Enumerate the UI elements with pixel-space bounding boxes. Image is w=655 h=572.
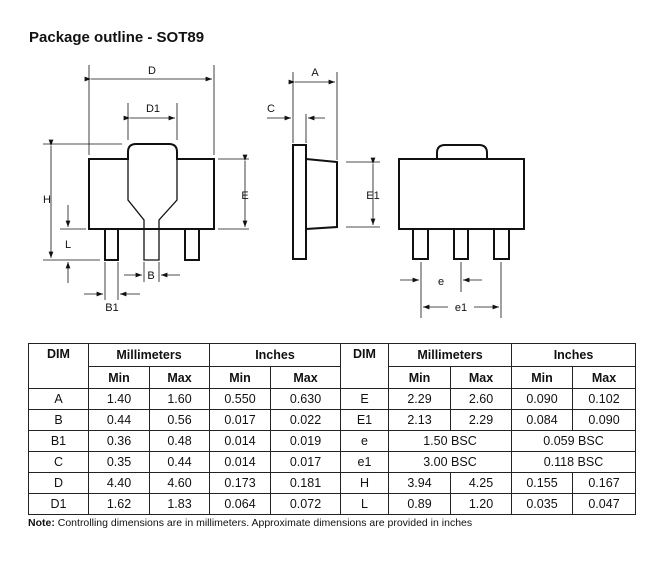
value-cell: 0.155 <box>511 472 573 494</box>
table-note: Note: Controlling dimensions are in mill… <box>28 517 472 529</box>
label-H: H <box>43 194 51 206</box>
dim-cell: D <box>28 472 89 494</box>
value-cell: 0.019 <box>270 430 341 452</box>
header-in: Inches <box>511 343 636 367</box>
dim-cell: e <box>340 430 389 452</box>
value-cell: 1.83 <box>149 493 210 515</box>
value-cell: 0.44 <box>88 409 150 431</box>
side-view-body <box>292 144 338 260</box>
value-cell: 0.550 <box>209 388 271 410</box>
value-cell: 4.60 <box>149 472 210 494</box>
value-cell: 0.059 BSC <box>511 430 636 452</box>
value-cell: 0.064 <box>209 493 271 515</box>
label-e1: e1 <box>455 302 467 314</box>
label-E: E <box>241 190 248 202</box>
front-view-body <box>398 144 525 260</box>
note-label: Note: <box>28 517 55 529</box>
value-cell: 0.35 <box>88 451 150 473</box>
dim-cell: L <box>340 493 389 515</box>
page-title: Package outline - SOT89 <box>29 29 205 46</box>
header-min: Min <box>88 366 150 389</box>
value-cell: 1.62 <box>88 493 150 515</box>
header-max: Max <box>450 366 512 389</box>
top-view-body <box>88 143 215 261</box>
value-cell: 0.181 <box>270 472 341 494</box>
value-cell: 0.047 <box>572 493 636 515</box>
value-cell: 1.50 BSC <box>388 430 512 452</box>
label-L: L <box>65 239 71 251</box>
value-cell: 0.36 <box>88 430 150 452</box>
value-cell: 1.40 <box>88 388 150 410</box>
package-outline-drawing: D D1 H L E B B1 A C E1 e e1 <box>43 65 525 318</box>
header-max: Max <box>149 366 210 389</box>
dimensions-table: DIM Millimeters Inches DIM Millimeters I… <box>28 343 636 515</box>
value-cell: 0.102 <box>572 388 636 410</box>
dim-cell: E <box>340 388 389 410</box>
value-cell: 4.25 <box>450 472 512 494</box>
value-cell: 0.014 <box>209 430 271 452</box>
dim-cell: C <box>28 451 89 473</box>
label-D: D <box>148 65 156 77</box>
value-cell: 0.118 BSC <box>511 451 636 473</box>
header-min: Min <box>511 366 573 389</box>
label-E1: E1 <box>366 190 379 202</box>
value-cell: 0.072 <box>270 493 341 515</box>
value-cell: 1.20 <box>450 493 512 515</box>
dim-cell: D1 <box>28 493 89 515</box>
dim-cell: B1 <box>28 430 89 452</box>
value-cell: 0.090 <box>511 388 573 410</box>
header-max: Max <box>270 366 341 389</box>
label-B1: B1 <box>105 302 118 314</box>
value-cell: 0.89 <box>388 493 451 515</box>
label-e: e <box>438 276 444 288</box>
value-cell: 0.084 <box>511 409 573 431</box>
value-cell: 0.167 <box>572 472 636 494</box>
dim-cell: H <box>340 472 389 494</box>
label-B: B <box>147 270 154 282</box>
value-cell: 0.44 <box>149 451 210 473</box>
label-A: A <box>311 67 319 79</box>
dim-cell: E1 <box>340 409 389 431</box>
dim-cell: B <box>28 409 89 431</box>
value-cell: 0.173 <box>209 472 271 494</box>
dim-cell: e1 <box>340 451 389 473</box>
value-cell: 3.94 <box>388 472 451 494</box>
value-cell: 1.60 <box>149 388 210 410</box>
header-max: Max <box>572 366 636 389</box>
value-cell: 0.48 <box>149 430 210 452</box>
value-cell: 0.090 <box>572 409 636 431</box>
header-in: Inches <box>209 343 341 367</box>
header-dim: DIM <box>340 343 389 389</box>
value-cell: 4.40 <box>88 472 150 494</box>
value-cell: 2.29 <box>450 409 512 431</box>
value-cell: 0.017 <box>270 451 341 473</box>
header-min: Min <box>209 366 271 389</box>
header-mm: Millimeters <box>388 343 512 367</box>
label-D1: D1 <box>146 103 160 115</box>
value-cell: 2.29 <box>388 388 451 410</box>
label-C: C <box>267 103 275 115</box>
header-min: Min <box>388 366 451 389</box>
dim-cell: A <box>28 388 89 410</box>
value-cell: 0.014 <box>209 451 271 473</box>
value-cell: 0.017 <box>209 409 271 431</box>
value-cell: 2.13 <box>388 409 451 431</box>
value-cell: 0.56 <box>149 409 210 431</box>
header-dim: DIM <box>28 343 89 389</box>
value-cell: 3.00 BSC <box>388 451 512 473</box>
header-mm: Millimeters <box>88 343 210 367</box>
value-cell: 0.035 <box>511 493 573 515</box>
value-cell: 0.022 <box>270 409 341 431</box>
note-text: Controlling dimensions are in millimeter… <box>54 517 473 529</box>
value-cell: 2.60 <box>450 388 512 410</box>
value-cell: 0.630 <box>270 388 341 410</box>
